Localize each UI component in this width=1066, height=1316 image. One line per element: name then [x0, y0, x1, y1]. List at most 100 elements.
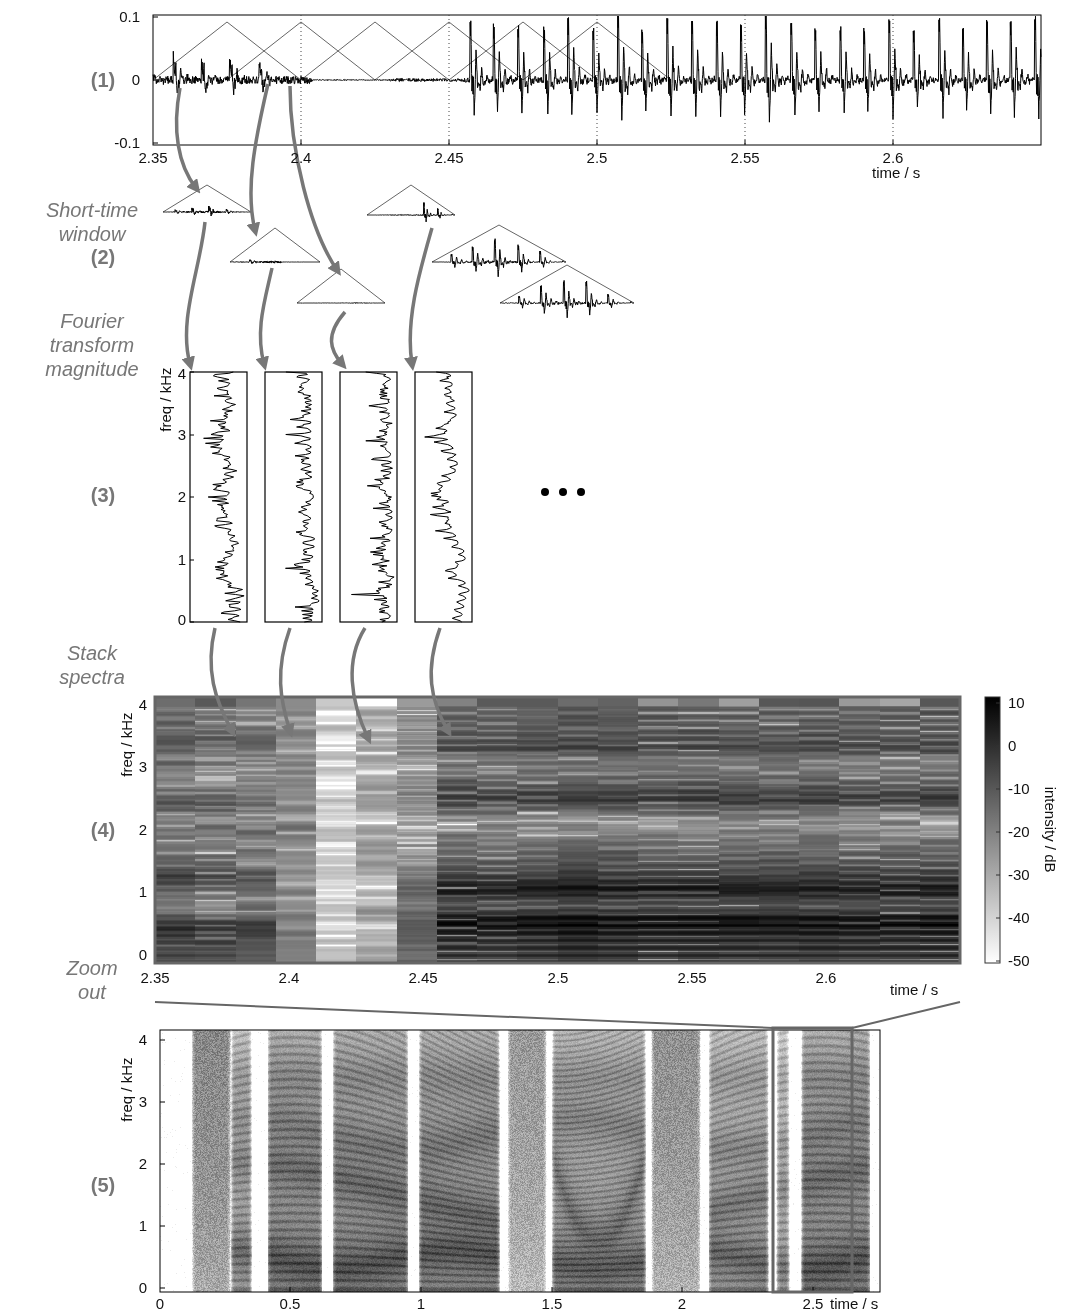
- tick-marks: [160, 1040, 813, 1292]
- tick-label: 1.5: [542, 1295, 563, 1312]
- tick-label: 2.5: [803, 1295, 824, 1312]
- tick-label: 0: [139, 1279, 147, 1296]
- axis-title: freq / kHz: [118, 713, 135, 777]
- spectrum-box: [265, 372, 322, 622]
- axis-title: time / s: [830, 1295, 878, 1312]
- flow-arrow: [177, 88, 196, 188]
- tick-label: -30: [1008, 866, 1030, 883]
- tick-label: 0: [156, 1295, 164, 1312]
- ellipsis-dot: [559, 488, 567, 496]
- tick-label: 4: [178, 365, 186, 382]
- tick-label: 2.55: [677, 969, 706, 986]
- tick-label: -10: [1008, 780, 1030, 797]
- tick-label: 2.4: [279, 969, 300, 986]
- tick-label: 0.1: [119, 8, 140, 25]
- flow-arrow: [290, 86, 337, 270]
- step-number: (3): [91, 484, 115, 507]
- tick-label: 2: [139, 821, 147, 838]
- spectrum-box: [415, 372, 472, 622]
- flow-arrow: [211, 628, 232, 731]
- step-number: (1): [91, 69, 115, 92]
- tick-label: 2.5: [548, 969, 569, 986]
- tick-label: 2.4: [291, 149, 312, 166]
- flow-arrows: [177, 84, 448, 738]
- step-number: (2): [91, 246, 115, 269]
- zoom-rectangle: [773, 1028, 852, 1292]
- tick-label: 1: [417, 1295, 425, 1312]
- flow-arrow: [410, 228, 432, 364]
- flow-arrow: [260, 268, 272, 364]
- tick-label: -20: [1008, 823, 1030, 840]
- tick-marks: [190, 372, 194, 622]
- flow-arrow: [352, 628, 368, 738]
- flow-arrow: [186, 222, 205, 364]
- tick-marks: [996, 703, 1000, 961]
- tick-label: 1: [178, 551, 186, 568]
- step-label: Short-time window: [40, 198, 145, 246]
- flow-arrow: [251, 84, 268, 230]
- spectrum-curve: [425, 372, 469, 622]
- tick-label: 1: [139, 883, 147, 900]
- tick-label: 2: [178, 488, 186, 505]
- spectrum-box: [340, 372, 397, 622]
- flow-arrow: [281, 628, 290, 731]
- tick-label: 4: [139, 1031, 147, 1048]
- flow-arrow: [431, 628, 448, 731]
- windowed-segment: [367, 203, 455, 222]
- window-triangle: [367, 185, 455, 215]
- window-triangle: [297, 269, 385, 303]
- axis-title: time / s: [872, 164, 920, 181]
- tick-label: 0: [1008, 737, 1016, 754]
- tick-label: 4: [139, 696, 147, 713]
- step-label: Stack spectra: [40, 641, 145, 689]
- spectrum-box: [190, 372, 247, 622]
- waveform-frame: [153, 15, 1041, 145]
- step-label: Zoom out: [57, 956, 127, 1004]
- tick-label: -50: [1008, 952, 1030, 969]
- spectrogram-zoom: [155, 697, 960, 963]
- tick-label: 3: [139, 758, 147, 775]
- window-triangle: [230, 228, 320, 262]
- tick-label: 2.6: [816, 969, 837, 986]
- windowed-segments: [163, 185, 634, 318]
- tick-label: 1: [139, 1217, 147, 1234]
- step-number: (5): [91, 1174, 115, 1197]
- tick-label: 2.45: [434, 149, 463, 166]
- tick-label: -0.1: [114, 134, 140, 151]
- tick-label: 10: [1008, 694, 1025, 711]
- step-number: (4): [91, 819, 115, 842]
- tick-label: -40: [1008, 909, 1030, 926]
- axis-title: time / s: [890, 981, 938, 998]
- tick-label: 3: [139, 1093, 147, 1110]
- axis-title: freq / kHz: [157, 368, 174, 432]
- tick-label: 2.6: [883, 149, 904, 166]
- ellipsis-dot: [541, 488, 549, 496]
- tick-label: 2.55: [730, 149, 759, 166]
- windowed-segment: [163, 206, 251, 216]
- ellipsis-dot: [577, 488, 585, 496]
- windowed-segment: [297, 302, 385, 304]
- spectrogram-frame: [155, 697, 960, 963]
- spectrum-curve: [352, 372, 395, 622]
- waveform: [153, 16, 1041, 122]
- flow-arrow: [331, 312, 345, 364]
- windowed-segment: [500, 280, 634, 317]
- tick-label: 2: [678, 1295, 686, 1312]
- spectrum-curves: [204, 372, 470, 622]
- windowed-segment: [432, 239, 566, 277]
- tick-label: 0: [178, 611, 186, 628]
- axis-title: intensity / dB: [1041, 787, 1058, 873]
- tick-label: 2.35: [138, 149, 167, 166]
- spectrum-curve: [204, 372, 245, 622]
- axis-title: freq / kHz: [118, 1058, 135, 1122]
- tick-label: 2.35: [140, 969, 169, 986]
- step-label: Fourier transform magnitude: [40, 309, 145, 381]
- tick-label: 3: [178, 426, 186, 443]
- colorbar: [985, 697, 1000, 963]
- tick-label: 0: [132, 71, 140, 88]
- tick-label: 0: [139, 946, 147, 963]
- windowed-segment: [230, 260, 320, 264]
- tick-label: 0.5: [280, 1295, 301, 1312]
